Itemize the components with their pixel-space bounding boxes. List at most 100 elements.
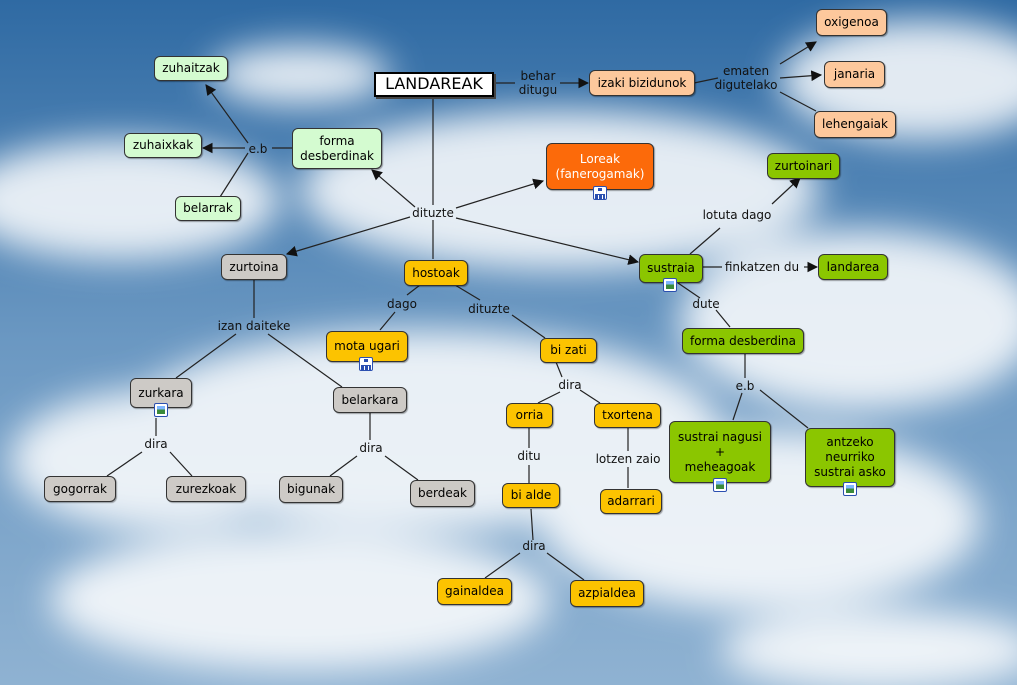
root-concept[interactable]: LANDAREAK [374,72,494,97]
node-label: sustrai nagusi + meheagoak [677,429,763,474]
node-lehengaiak[interactable]: lehengaiak [814,111,896,138]
node-mota-ugari[interactable]: mota ugari [326,331,408,362]
link-line [546,552,585,581]
link-line [406,284,421,296]
node-bi-zati[interactable]: bi zati [540,338,597,363]
link-line [693,77,719,84]
node-label: zurkara [138,385,184,400]
node-label: zuhaixkak [132,138,194,152]
link-line [732,392,743,421]
link-label: dituzte [468,302,510,316]
link-line [759,389,809,429]
node-sustrai-nagusi[interactable]: sustrai nagusi + meheagoak [669,421,771,483]
submap-icon[interactable] [593,186,607,200]
node-gogorrak[interactable]: gogorrak [44,476,116,502]
link-label: dira [558,378,582,392]
link-line [455,178,545,209]
node-label: bi zati [550,343,587,357]
link-line [771,177,801,205]
node-label: hostoak [412,265,460,280]
node-label: forma desberdina [689,333,797,348]
node-bi-alde[interactable]: bi alde [502,483,560,508]
link-label: ematen digutelako [714,64,778,92]
link-line [384,455,419,481]
link-line [205,84,249,144]
link-line [677,282,701,299]
node-label: oxigenoa [824,15,879,29]
node-janaria[interactable]: janaria [824,61,885,88]
node-zurtoinari[interactable]: zurtoinari [767,153,840,179]
node-label: gogorrak [53,481,107,496]
link-line [219,152,249,198]
link-line [689,227,721,255]
link-line [371,169,416,208]
submap-icon[interactable] [359,357,373,371]
node-label: bi alde [510,488,552,502]
link-label: izan daiteke [217,319,291,333]
image-icon[interactable] [154,403,168,417]
link-line [175,333,237,379]
image-icon[interactable] [843,482,857,496]
link-label: e.b [735,379,755,393]
node-label: forma desberdinak [300,133,374,163]
node-berdeak[interactable]: berdeak [410,480,475,507]
link-label: e.b [248,142,268,156]
node-label: azpialdea [578,586,636,600]
node-label: lehengaiak [822,117,888,131]
node-zurezkoak[interactable]: zurezkoak [166,476,246,502]
node-label: belarkara [341,392,399,407]
node-gainaldea[interactable]: gainaldea [437,578,512,605]
node-zuhaitzak[interactable]: zuhaitzak [154,56,228,81]
node-label: antzeko neurriko sustrai asko [814,435,886,479]
node-loreak[interactable]: Loreak (fanerogamak) [546,143,654,190]
link-label: dira [359,441,383,455]
node-label: zurtoinari [774,158,833,173]
node-bigunak[interactable]: bigunak [279,476,343,503]
node-antzeko-neurriko[interactable]: antzeko neurriko sustrai asko [805,428,895,487]
link-line [106,451,143,477]
node-oxigenoa[interactable]: oxigenoa [816,9,887,36]
link-label: behar ditugu [518,69,558,97]
link-label: finkatzen du [724,260,800,274]
node-label: mota ugari [334,339,400,353]
node-label: zurtoina [229,259,279,274]
node-zurtoina[interactable]: zurtoina [221,254,287,280]
link-label: lotzen zaio [595,452,661,466]
link-line [779,91,817,112]
node-belarrak[interactable]: belarrak [175,196,241,221]
link-line [511,314,546,339]
link-line [579,389,601,404]
link-line [555,361,563,378]
link-line [329,455,358,477]
node-label: berdeak [417,486,468,500]
node-sustraia[interactable]: sustraia [639,254,703,283]
node-izaki-bizidunok[interactable]: izaki bizidunok [589,70,695,96]
image-icon[interactable] [713,478,727,492]
node-forma-desberdina[interactable]: forma desberdina [682,328,804,354]
node-azpialdea[interactable]: azpialdea [570,580,644,607]
link-line [484,552,521,579]
node-belarkara[interactable]: belarkara [333,387,407,413]
node-txortena[interactable]: txortena [594,403,661,428]
node-orria[interactable]: orria [506,403,553,428]
node-label: gainaldea [445,584,504,598]
link-line [779,41,817,65]
node-label: zuhaitzak [162,61,220,75]
link-label: dituzte [412,206,454,220]
node-adarrari[interactable]: adarrari [600,489,662,514]
link-label: ditu [517,449,541,463]
node-zuhaixkak[interactable]: zuhaixkak [124,133,202,158]
node-label: adarrari [607,494,655,508]
link-line [779,70,823,82]
node-label: janaria [833,67,876,81]
image-icon[interactable] [663,278,677,292]
link-label: lotuta dago [702,208,772,222]
node-landarea[interactable]: landarea [818,254,888,280]
link-label: dute [692,297,720,311]
node-label: izaki bizidunok [597,75,687,90]
link-label: dago [387,297,417,311]
link-line [530,508,534,541]
node-forma-desberdinak[interactable]: forma desberdinak [292,128,382,169]
node-hostoak[interactable]: hostoak [404,260,468,286]
